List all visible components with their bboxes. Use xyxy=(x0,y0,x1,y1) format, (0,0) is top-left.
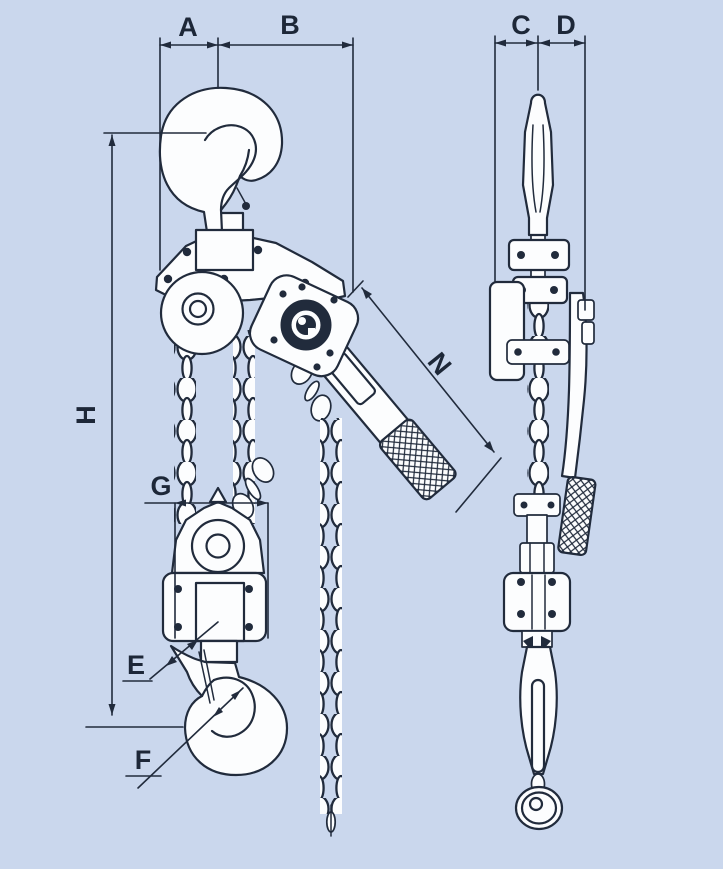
suspension-plate xyxy=(194,228,255,272)
dim-label-a: A xyxy=(178,12,198,42)
side-chain xyxy=(527,300,549,500)
bottom-hook-block xyxy=(161,486,268,664)
dimensions: A B C D H xyxy=(71,10,586,789)
bottom-hook-latch xyxy=(198,651,211,704)
dim-a-b: A B xyxy=(159,10,354,293)
side-lever xyxy=(557,291,597,557)
side-bottom-block xyxy=(502,493,572,831)
dim-c-d: C D xyxy=(494,10,586,311)
dim-e: E xyxy=(122,621,219,682)
front-view xyxy=(154,86,457,837)
dim-label-f: F xyxy=(135,745,152,775)
side-body xyxy=(488,238,571,382)
dim-f: F xyxy=(125,687,244,789)
load-chain-falls xyxy=(174,330,275,524)
side-view xyxy=(488,93,597,831)
dim-label-d: D xyxy=(556,10,576,40)
top-hook-latch xyxy=(242,202,250,210)
dim-h: H xyxy=(71,132,207,728)
dim-label-c: C xyxy=(511,10,531,40)
dim-g: G xyxy=(144,471,269,639)
bottom-hook xyxy=(169,644,289,777)
sheave xyxy=(190,518,246,574)
dim-label-b: B xyxy=(280,10,300,40)
side-bottom-hook xyxy=(519,645,558,776)
dim-label-g: G xyxy=(150,471,171,501)
top-hook xyxy=(158,86,284,237)
dim-label-h: H xyxy=(71,405,101,425)
ratchet-housing xyxy=(248,274,360,378)
dim-label-e: E xyxy=(127,650,145,680)
